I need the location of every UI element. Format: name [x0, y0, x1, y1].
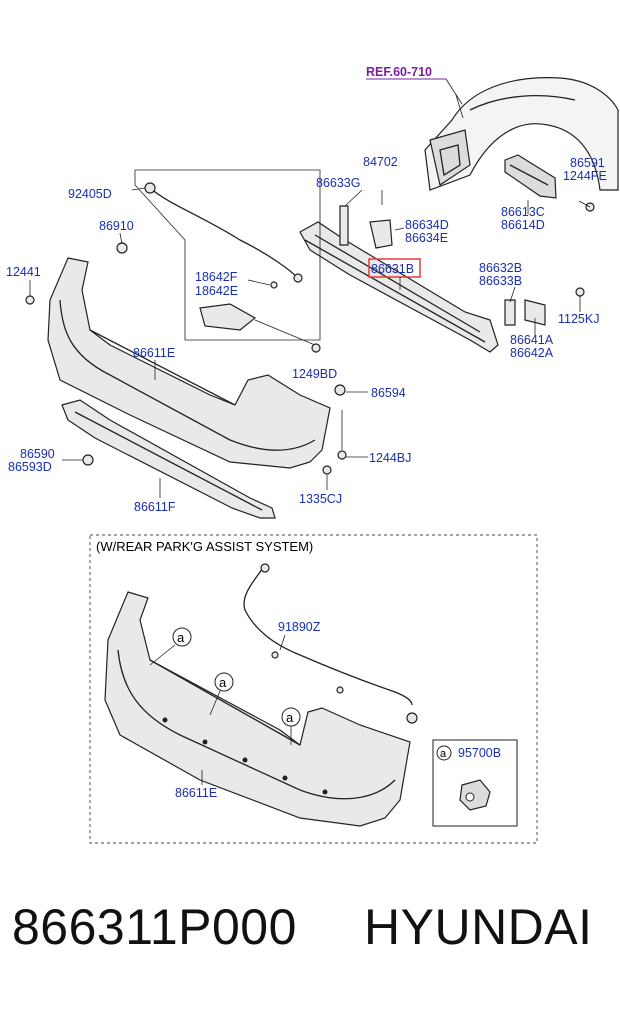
callout-a-3: a: [281, 707, 301, 745]
label-1125kj[interactable]: 1125KJ: [558, 312, 599, 326]
svg-text:a: a: [440, 748, 447, 760]
ref-label[interactable]: REF.60-710: [366, 65, 432, 79]
bumper-lower-skirt: [61, 399, 276, 519]
highlight-box: [368, 258, 421, 278]
label-86613c[interactable]: 86613C: [501, 205, 545, 219]
svg-text:a: a: [177, 630, 185, 645]
label-86614d[interactable]: 86614D: [501, 218, 545, 232]
label-86611e-lower[interactable]: 86611E: [175, 786, 217, 800]
brand-name: HYUNDAI: [364, 899, 593, 955]
side-bracket: [504, 154, 557, 199]
bumper-cover-upper: [47, 257, 331, 469]
svg-text:a: a: [286, 710, 294, 725]
sensor-inset: a: [432, 739, 518, 827]
label-18642f[interactable]: 18642F: [195, 270, 238, 284]
label-86632b[interactable]: 86632B: [479, 261, 522, 275]
rear-beam: [299, 221, 499, 353]
harness-box: [134, 169, 321, 341]
label-95700b[interactable]: 95700B: [458, 746, 501, 760]
label-86591[interactable]: 86591: [570, 156, 605, 170]
option-note: (W/REAR PARK'G ASSIST SYSTEM): [96, 539, 313, 554]
label-84702[interactable]: 84702: [363, 155, 398, 169]
label-86642a[interactable]: 86642A: [510, 346, 554, 360]
callout-a-2: a: [209, 672, 234, 716]
label-92405d[interactable]: 92405D: [68, 187, 112, 201]
label-86634d[interactable]: 86634D: [405, 218, 449, 232]
label-1249bd[interactable]: 1249BD: [292, 367, 337, 381]
label-91890z[interactable]: 91890Z: [278, 620, 321, 634]
footer: 866311P000 HYUNDAI: [0, 898, 620, 978]
part-number: 866311P000: [12, 899, 297, 955]
label-86641a[interactable]: 86641A: [510, 333, 554, 347]
label-86590[interactable]: 86590: [20, 447, 55, 461]
bumper-cover-with-sensors: [104, 591, 411, 827]
label-86611f[interactable]: 86611F: [134, 500, 176, 514]
body-panel-reference: [424, 77, 619, 191]
label-86633b[interactable]: 86633B: [479, 274, 522, 288]
label-86611e-upper[interactable]: 86611E: [133, 346, 175, 360]
label-86593d[interactable]: 86593D: [8, 460, 52, 474]
label-86594[interactable]: 86594: [371, 386, 406, 400]
callout-a-1: a: [149, 627, 192, 666]
label-86634e[interactable]: 86634E: [405, 231, 448, 245]
beam-brackets: [339, 205, 546, 326]
label-86633g[interactable]: 86633G: [316, 176, 360, 190]
sensor-harness: [243, 563, 418, 724]
label-1335cj[interactable]: 1335CJ: [299, 492, 342, 506]
label-1244fe[interactable]: 1244FE: [563, 169, 607, 183]
svg-text:a: a: [219, 675, 227, 690]
option-box: [89, 534, 538, 844]
label-1244bj[interactable]: 1244BJ: [369, 451, 411, 465]
label-86910[interactable]: 86910: [99, 219, 134, 233]
label-86631b[interactable]: 86631B: [371, 262, 414, 276]
label-12441[interactable]: 12441: [6, 265, 41, 279]
label-18642e[interactable]: 18642E: [195, 284, 238, 298]
